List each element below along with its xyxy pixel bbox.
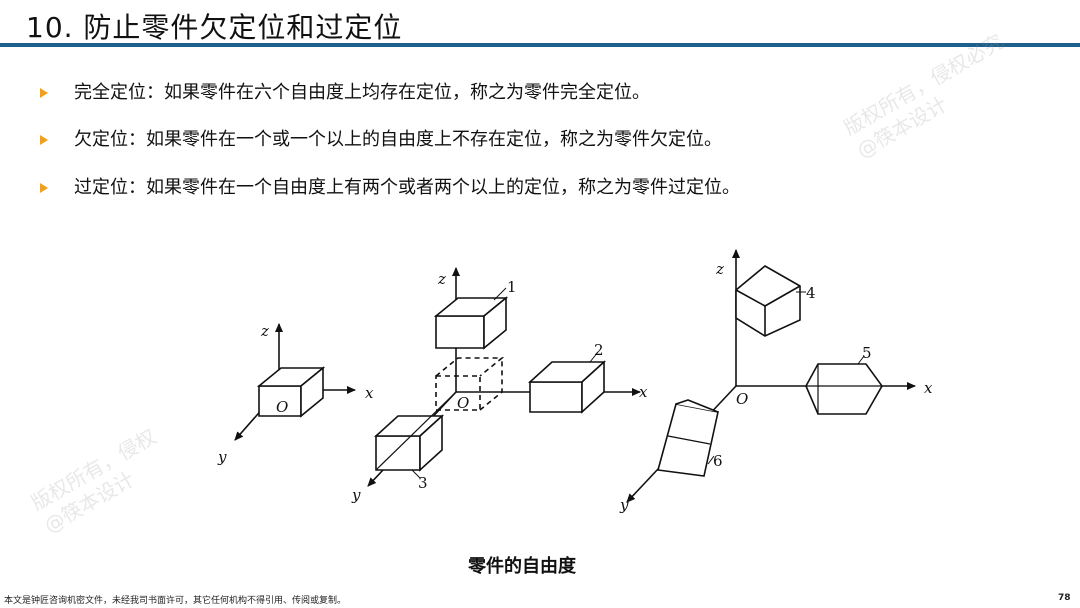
cube bbox=[256, 366, 326, 418]
dashed-cube bbox=[435, 357, 505, 411]
y-axis-label: y bbox=[619, 496, 629, 514]
z-axis-label: z bbox=[260, 322, 269, 340]
bullet-item: 欠定位：如果零件在一个或一个以上的自由度上不存在定位，称之为零件欠定位。 bbox=[40, 125, 722, 151]
part-number-3: 3 bbox=[418, 474, 428, 492]
diagram-c bbox=[626, 249, 916, 503]
z-axis-label: z bbox=[437, 270, 446, 288]
bullet-item: 完全定位：如果零件在六个自由度上均存在定位，称之为零件完全定位。 bbox=[40, 78, 650, 104]
origin-label: O bbox=[736, 390, 748, 408]
slide-title: 10. 防止零件欠定位和过定位 bbox=[26, 11, 403, 44]
bullet-text: 过定位：如果零件在一个自由度上有两个或者两个以上的定位，称之为零件过定位。 bbox=[74, 177, 740, 198]
x-axis-label: x bbox=[924, 379, 933, 397]
diagram-a bbox=[234, 323, 356, 441]
diagram-b bbox=[367, 267, 641, 487]
bullet-text: 欠定位：如果零件在一个或一个以上的自由度上不存在定位，称之为零件欠定位。 bbox=[74, 129, 722, 150]
origin-label: O bbox=[457, 394, 469, 412]
part-number-1: 1 bbox=[507, 278, 517, 296]
part-number-2: 2 bbox=[594, 341, 604, 359]
y-axis-label: y bbox=[351, 486, 361, 504]
title-underline bbox=[0, 43, 1080, 47]
bullet-arrow-icon bbox=[40, 135, 48, 145]
origin-label: O bbox=[276, 398, 288, 416]
x-axis-label: x bbox=[639, 383, 648, 401]
part-number-4: 4 bbox=[806, 284, 816, 302]
footer-notice: 本文是钟匠咨询机密文件，未经我司书面许可，其它任何机构不得引用、传阅或复制。 bbox=[4, 596, 347, 606]
y-axis-through-cube bbox=[375, 391, 457, 471]
bullet-text: 完全定位：如果零件在六个自由度上均存在定位，称之为零件完全定位。 bbox=[74, 82, 650, 103]
bullet-item: 过定位：如果零件在一个自由度上有两个或者两个以上的定位，称之为零件过定位。 bbox=[40, 173, 740, 199]
bullet-arrow-icon bbox=[40, 183, 48, 193]
y-axis-label: y bbox=[217, 448, 227, 466]
figure-caption: 零件的自由度 bbox=[468, 556, 576, 577]
z-axis-label: z bbox=[715, 260, 724, 278]
x-axis-label: x bbox=[365, 384, 374, 402]
cube-4 bbox=[735, 265, 801, 337]
cube-2 bbox=[527, 360, 607, 414]
part-number-5: 5 bbox=[862, 344, 872, 362]
cube-6 bbox=[656, 399, 719, 477]
page-number: 78 bbox=[1058, 593, 1071, 603]
cube-5 bbox=[805, 363, 883, 415]
part-number-6: 6 bbox=[713, 452, 723, 470]
cube-1 bbox=[433, 296, 509, 350]
cube-3 bbox=[373, 414, 445, 472]
bullet-arrow-icon bbox=[40, 88, 48, 98]
